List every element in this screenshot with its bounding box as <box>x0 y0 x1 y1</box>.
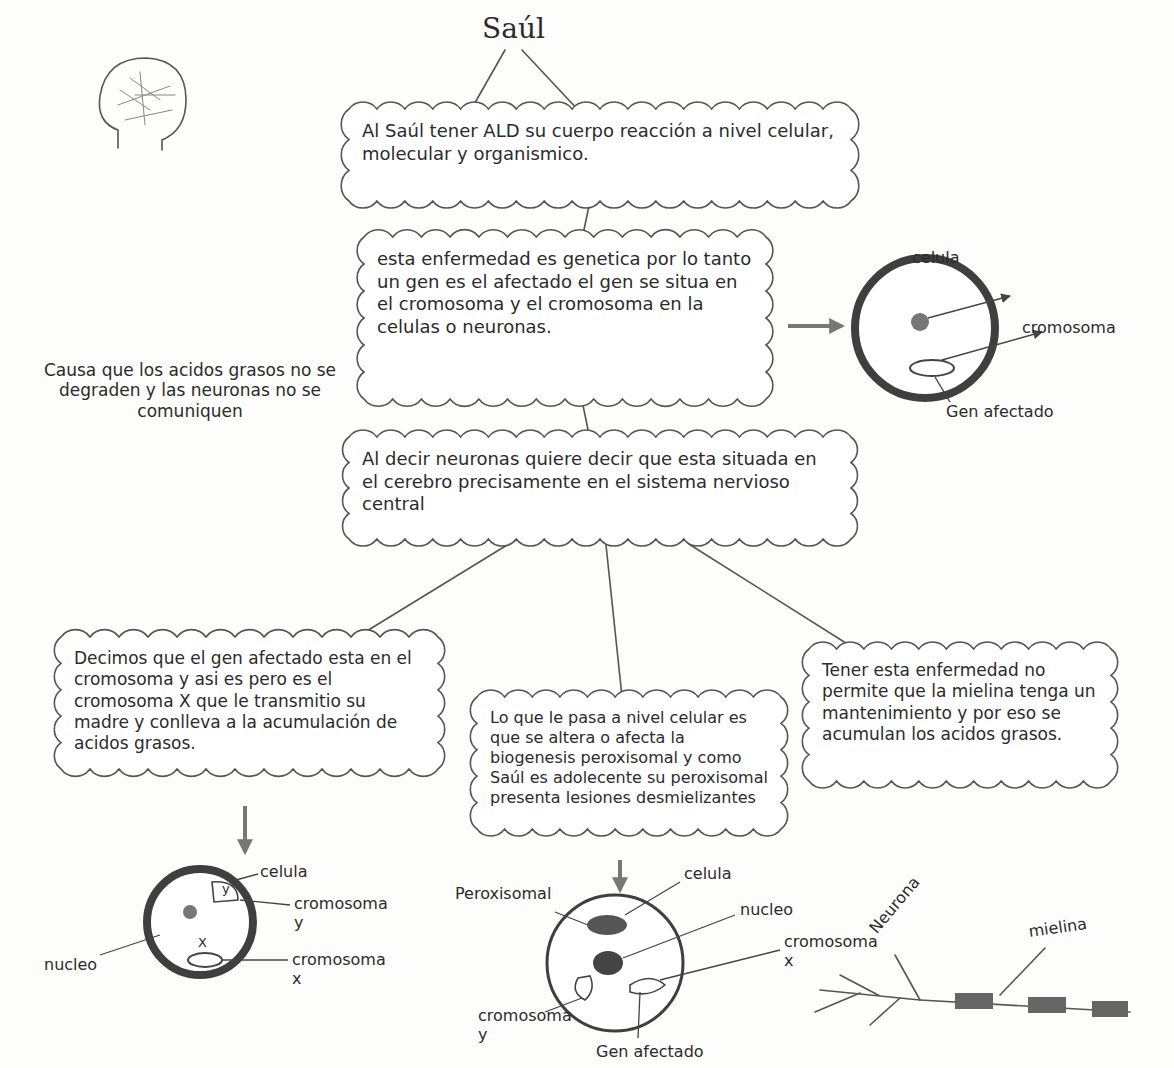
node-text: Al Saúl tener ALD su cuerpo reacción a n… <box>362 120 838 165</box>
cloud-shape <box>343 430 858 546</box>
label: cromosoma y <box>294 894 394 932</box>
label: X <box>198 935 207 951</box>
drawing-line <box>905 255 912 262</box>
label: Peroxisomal <box>455 884 551 903</box>
drawing-line <box>1000 948 1045 995</box>
connector-line <box>583 404 589 432</box>
cloud-shape <box>54 630 444 777</box>
label: nucleo <box>740 900 793 919</box>
label: cromosoma x <box>784 932 884 970</box>
node-text: Tener esta enfermedad no permite que la … <box>822 660 1098 745</box>
drawing-line <box>236 874 258 880</box>
cloud-node: Al Saúl tener ALD su cuerpo reacción a n… <box>340 100 860 210</box>
cloud-node: Lo que le pasa a nivel celular es que se… <box>468 688 790 838</box>
cloud-node: Tener esta enfermedad no permite que la … <box>800 640 1120 790</box>
connector-line <box>689 544 848 644</box>
cloud-shape <box>357 230 773 407</box>
drawing-path <box>630 979 665 994</box>
drawing-rect <box>955 993 993 1009</box>
drawing-circle <box>911 313 929 331</box>
drawing-ellipse <box>593 951 623 975</box>
drawing-line <box>222 959 288 960</box>
title: Saúl <box>482 12 545 45</box>
drawing-line <box>638 992 640 1038</box>
cloud-node: Decimos que el gen afectado esta en el c… <box>52 628 447 778</box>
cloud-node: Al decir neuronas quiere decir que esta … <box>340 428 860 548</box>
drawing-line <box>240 900 290 905</box>
label: cromosoma <box>1022 318 1116 337</box>
drawing-g <box>905 255 1042 402</box>
label: celula <box>684 864 731 883</box>
label: mielina <box>1027 914 1088 941</box>
node-text: Lo que le pasa a nivel celular es que se… <box>490 708 768 808</box>
cloud-text: Tener esta enfermedad no permite que la … <box>800 640 1120 765</box>
connector-line <box>606 544 622 692</box>
cloud-text: Al decir neuronas quiere decir que esta … <box>340 428 860 536</box>
drawing-line <box>625 882 680 915</box>
drawing-line <box>100 935 160 955</box>
drawing-line <box>623 915 735 958</box>
label: Causa que los acidos grasos no se degrad… <box>40 360 340 421</box>
cloud-shape <box>802 642 1117 788</box>
cloud-text: Al Saúl tener ALD su cuerpo reacción a n… <box>340 100 860 185</box>
label: celula <box>912 248 959 267</box>
cloud-shape <box>341 102 859 208</box>
label: celula <box>260 862 307 881</box>
drawing-rect <box>1028 997 1066 1013</box>
drawing-ellipse <box>587 915 627 935</box>
drawing-rect <box>1092 1001 1128 1017</box>
node-text: Decimos que el gen afectado esta en el c… <box>74 648 425 754</box>
label: cromosoma x <box>292 950 392 988</box>
label: Gen afectado <box>596 1042 704 1061</box>
drawing-line <box>935 377 950 402</box>
drawing-line <box>660 950 780 980</box>
drawing-circle <box>183 905 197 919</box>
node-text: Al decir neuronas quiere decir que esta … <box>362 448 838 516</box>
drawing-line <box>243 806 247 852</box>
drawing-ellipse <box>910 360 954 376</box>
drawing-path <box>99 58 186 150</box>
label: Gen afectado <box>946 402 1054 421</box>
drawing-path <box>815 975 920 1025</box>
drawing-ellipse <box>188 953 222 967</box>
drawing-path <box>212 882 238 902</box>
connector-line <box>584 206 590 232</box>
cloud-text: Decimos que el gen afectado esta en el c… <box>52 628 447 774</box>
connector-line <box>365 544 509 632</box>
drawing-path <box>575 976 592 1000</box>
drawing-g <box>100 874 290 960</box>
label: nucleo <box>44 955 97 974</box>
drawing-line <box>928 296 1010 318</box>
cloud-shape <box>470 690 787 836</box>
label: cromosoma y <box>478 1006 578 1044</box>
label: Neurona <box>865 873 923 937</box>
drawing-path <box>895 955 920 1000</box>
cloud-text: esta enfermedad es genetica por lo tanto… <box>355 228 775 358</box>
drawing-g <box>815 948 1130 1025</box>
label: y <box>222 881 230 897</box>
drawing-line <box>788 324 842 328</box>
drawing-circle <box>147 869 253 975</box>
node-text: esta enfermedad es genetica por lo tanto… <box>377 248 753 338</box>
drawing-path <box>118 72 175 125</box>
drawing-circle <box>855 258 995 398</box>
drawing-line <box>555 912 588 925</box>
cloud-node: esta enfermedad es genetica por lo tanto… <box>355 228 775 408</box>
cloud-text: Lo que le pasa a nivel celular es que se… <box>468 688 790 828</box>
drawing-line <box>618 860 622 890</box>
